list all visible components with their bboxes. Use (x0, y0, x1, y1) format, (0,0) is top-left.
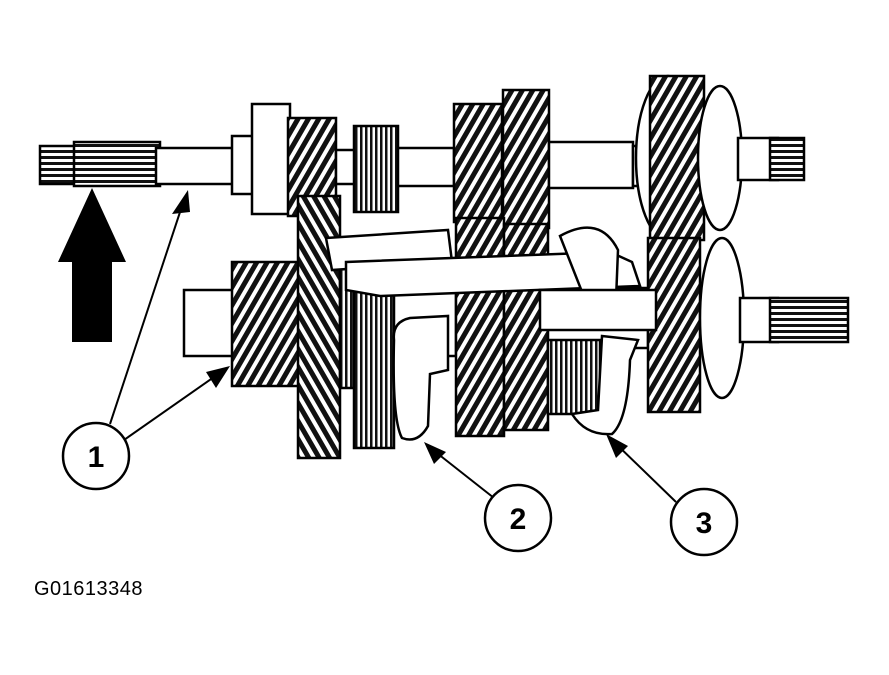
callout-2: 2 (483, 483, 553, 553)
synchronizer-sleeve-3 (546, 334, 640, 436)
callout-3: 3 (669, 487, 739, 557)
direction-arrow (58, 188, 126, 342)
upper-shaft (38, 74, 806, 242)
shift-fork-2 (392, 314, 450, 441)
shift-rail-assembly (324, 226, 658, 332)
callout-1-number: 1 (88, 441, 105, 474)
callout-2-number: 2 (510, 503, 527, 536)
callout-3-number: 3 (696, 507, 713, 540)
figure-id: G01613348 (34, 578, 144, 600)
leader-arrowheads (172, 190, 628, 464)
callout-1: 1 (61, 421, 131, 491)
lower-shaft (182, 194, 850, 460)
